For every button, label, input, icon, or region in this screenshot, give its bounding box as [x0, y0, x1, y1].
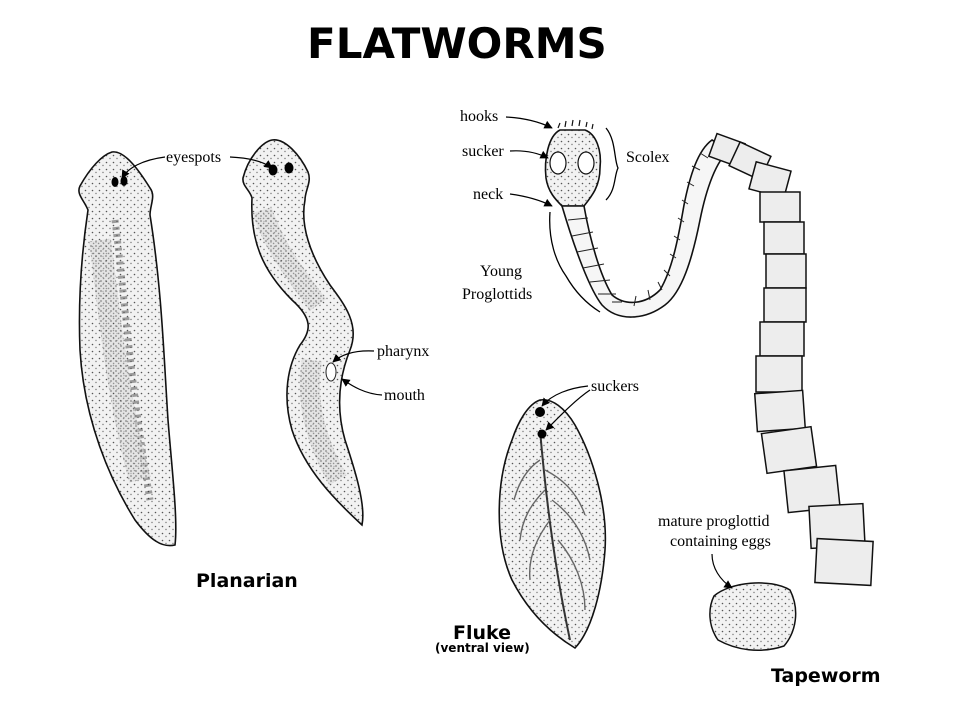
planarian-left-illustration: [78, 151, 177, 547]
scolex-brace: [605, 127, 619, 201]
suckers-label: suckers: [591, 378, 639, 395]
tapeworm-caption: Tapeworm: [771, 665, 881, 687]
eyespot-icon: [284, 162, 294, 174]
young-proglottids-brace: [549, 211, 601, 313]
suckers-arrow-ventral: [545, 389, 591, 431]
neck-arrow: [509, 193, 553, 207]
mature-proglottid-arrow: [711, 553, 733, 589]
pharynx-arrow: [332, 350, 375, 363]
pharynx-label: pharynx: [377, 343, 429, 360]
mouth-arrow: [341, 378, 383, 396]
oral-sucker-icon: [535, 407, 545, 417]
mature-proglottid-icon: [709, 582, 797, 651]
hooks-arrow: [505, 116, 553, 129]
fluke-caption: Fluke: [453, 622, 511, 644]
containing-eggs-label: containing eggs: [670, 533, 771, 550]
page-title: FLATWORMS: [307, 19, 607, 68]
eyespots-arrow-right: [229, 156, 273, 169]
hooks-icon: [557, 119, 594, 130]
hooks-label: hooks: [460, 108, 498, 125]
ventral-sucker-icon: [537, 429, 547, 439]
sucker-icon: [549, 151, 567, 175]
suckers-arrow-oral: [541, 385, 589, 407]
planarian-right-illustration: [242, 139, 364, 527]
sucker-arrow: [509, 150, 549, 159]
eyespot-icon: [120, 176, 128, 186]
proglottids-label: Proglottids: [462, 286, 532, 303]
eyespots-arrow-left: [121, 156, 166, 179]
eyespot-icon: [111, 177, 119, 187]
eyespots-label: eyespots: [166, 149, 221, 166]
sucker-label: sucker: [462, 143, 504, 160]
sucker-icon: [577, 151, 595, 175]
tapeworm-illustration: [544, 119, 874, 651]
planarian-caption: Planarian: [196, 570, 298, 592]
fluke-illustration: [498, 399, 607, 650]
fluke-subcaption: (ventral view): [435, 641, 530, 655]
mature-proglottid-label: mature proglottid: [658, 513, 770, 530]
young-label: Young: [480, 263, 522, 280]
scolex-label: Scolex: [626, 149, 670, 166]
mouth-label: mouth: [384, 387, 425, 404]
neck-label: neck: [473, 186, 503, 203]
